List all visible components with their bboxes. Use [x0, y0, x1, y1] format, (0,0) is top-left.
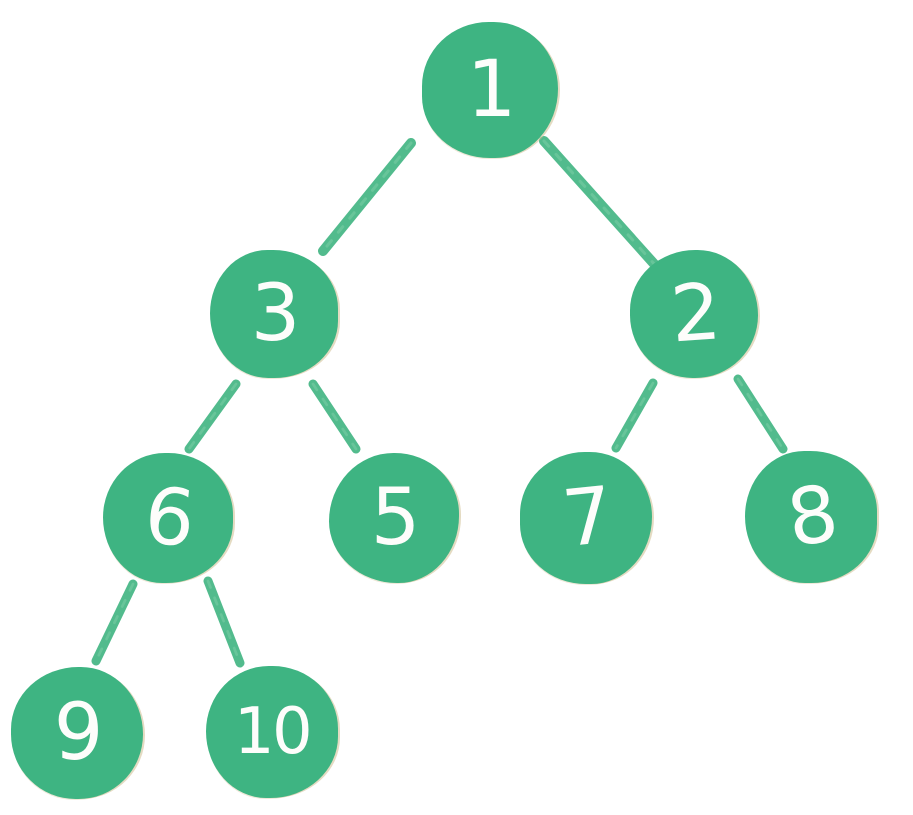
- node-label: 2: [667, 267, 721, 361]
- tree-node-3: 3: [210, 250, 338, 378]
- tree-node-8: 8: [745, 451, 877, 583]
- edge-1-2: [539, 136, 661, 271]
- node-label: 3: [250, 269, 301, 359]
- node-label: 1: [466, 45, 517, 135]
- edge-2-7: [611, 378, 658, 453]
- node-label: 10: [233, 695, 313, 769]
- edge-2-8: [733, 374, 788, 454]
- edge-1-3: [318, 138, 416, 256]
- tree-node-2: 2: [630, 250, 758, 378]
- tree-node-7: 7: [520, 452, 652, 584]
- node-label: 9: [53, 688, 104, 778]
- tree-node-6: 6: [103, 453, 233, 583]
- tree-node-9: 9: [11, 667, 143, 799]
- tree-node-5: 5: [329, 453, 459, 583]
- node-label: 8: [781, 469, 841, 565]
- node-label: 5: [370, 473, 421, 563]
- tree-node-10: 10: [206, 666, 338, 798]
- node-label: 7: [558, 470, 614, 566]
- edge-3-6: [184, 379, 241, 454]
- edge-3-5: [308, 379, 361, 454]
- edge-6-10: [203, 576, 245, 668]
- tree-node-1: 1: [422, 22, 558, 158]
- node-label: 6: [140, 470, 196, 566]
- edge-6-9: [91, 579, 138, 666]
